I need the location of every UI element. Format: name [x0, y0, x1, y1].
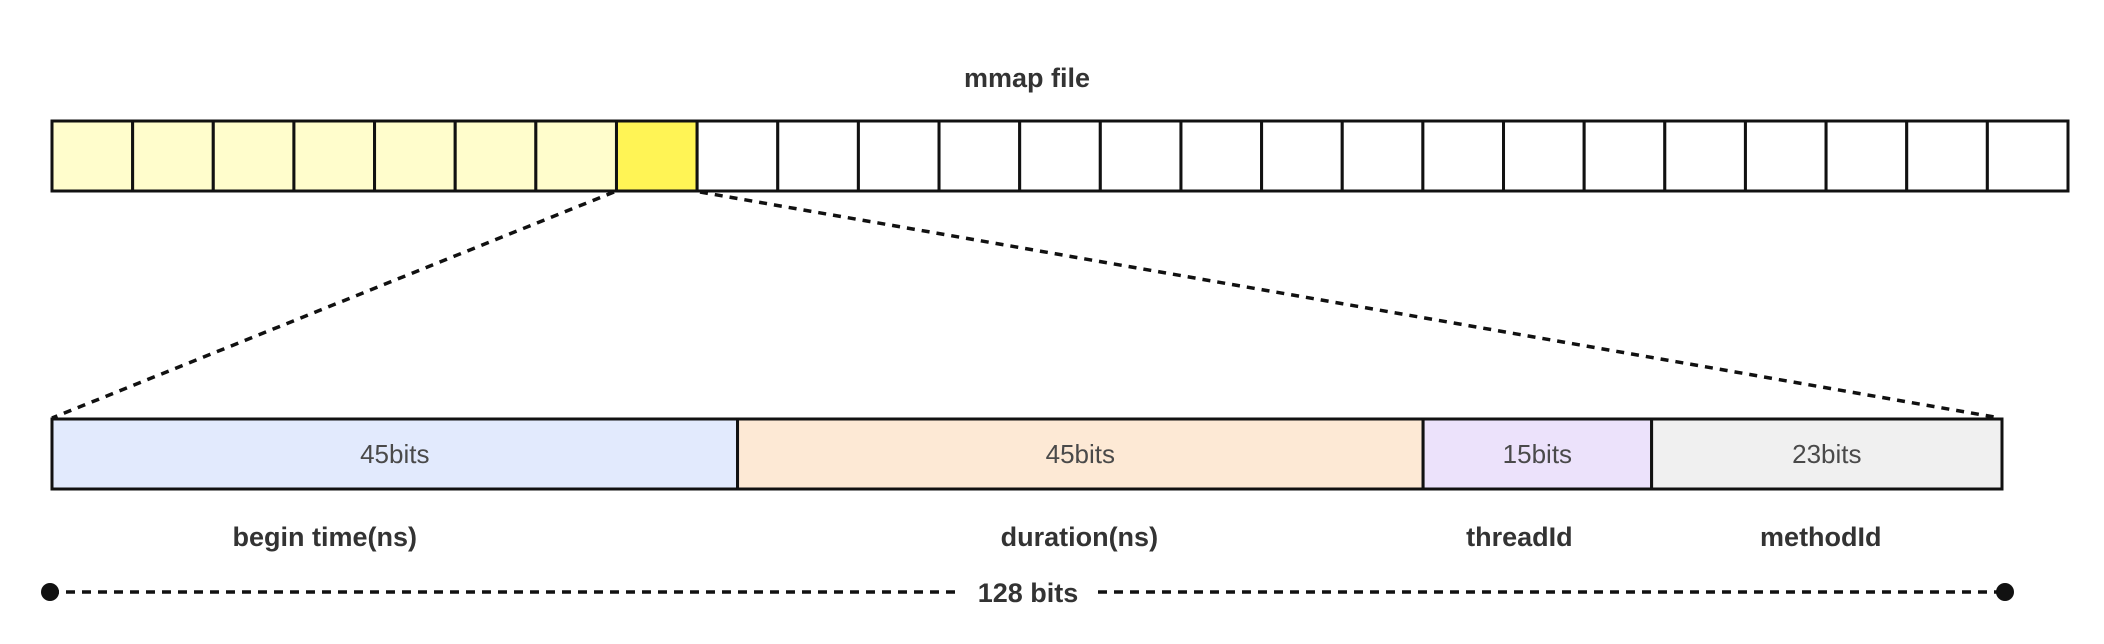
record-segment	[736, 417, 1425, 491]
record-segment	[50, 417, 740, 491]
segment-size-label: 23bits	[1792, 439, 1861, 469]
mmap-file-row	[50, 119, 2070, 193]
segment-size-label: 45bits	[360, 439, 429, 469]
field-name-label: threadId	[1466, 522, 1573, 552]
file-cell-filled	[50, 119, 135, 193]
file-cell-empty	[1905, 119, 1989, 193]
record-bit-layout: 45bits 45bits 15bits 23bits	[50, 417, 2004, 491]
file-cell-empty	[1743, 119, 1828, 193]
zoom-line-right	[699, 190, 2001, 420]
record-segment	[1421, 417, 1654, 491]
total-size-label: 128 bits	[978, 578, 1079, 608]
file-cell-empty	[1421, 119, 1506, 193]
file-cell-empty	[1260, 119, 1344, 193]
field-name-label: begin time(ns)	[233, 522, 418, 552]
file-cell-filled	[131, 119, 215, 193]
file-cell-empty	[1663, 119, 1747, 193]
zoom-line-left	[51, 190, 615, 420]
file-cell-highlighted	[614, 119, 699, 193]
segment-size-label: 15bits	[1503, 439, 1572, 469]
file-cell-filled	[292, 119, 377, 193]
record-segment	[1650, 417, 2004, 491]
file-cell-empty	[776, 119, 860, 193]
segment-size-label: 45bits	[1046, 439, 1115, 469]
field-name-label: methodId	[1760, 522, 1882, 552]
measure-endpoint-left	[41, 583, 59, 601]
diagram-title: mmap file	[964, 63, 1090, 93]
file-cell-empty	[1340, 119, 1425, 193]
file-cell-filled	[211, 119, 296, 193]
measure-endpoint-right	[1996, 583, 2014, 601]
file-cell-empty	[1098, 119, 1183, 193]
file-cell-empty	[1985, 119, 2070, 193]
file-cell-empty	[856, 119, 941, 193]
file-cell-empty	[1018, 119, 1102, 193]
total-size-measure: 128 bits	[41, 578, 2014, 608]
file-cell-empty	[1582, 119, 1667, 193]
file-cell-empty	[695, 119, 780, 193]
file-cell-filled	[453, 119, 538, 193]
file-cell-empty	[1179, 119, 1264, 193]
zoom-connector-lines	[51, 190, 2001, 420]
file-cell-empty	[1502, 119, 1586, 193]
file-cell-empty	[1824, 119, 1909, 193]
field-name-label: duration(ns)	[1001, 522, 1158, 552]
record-field-names: begin time(ns) duration(ns) threadId method…	[233, 522, 1882, 552]
file-cell-filled	[534, 119, 618, 193]
file-cell-empty	[937, 119, 1022, 193]
file-cell-filled	[373, 119, 457, 193]
